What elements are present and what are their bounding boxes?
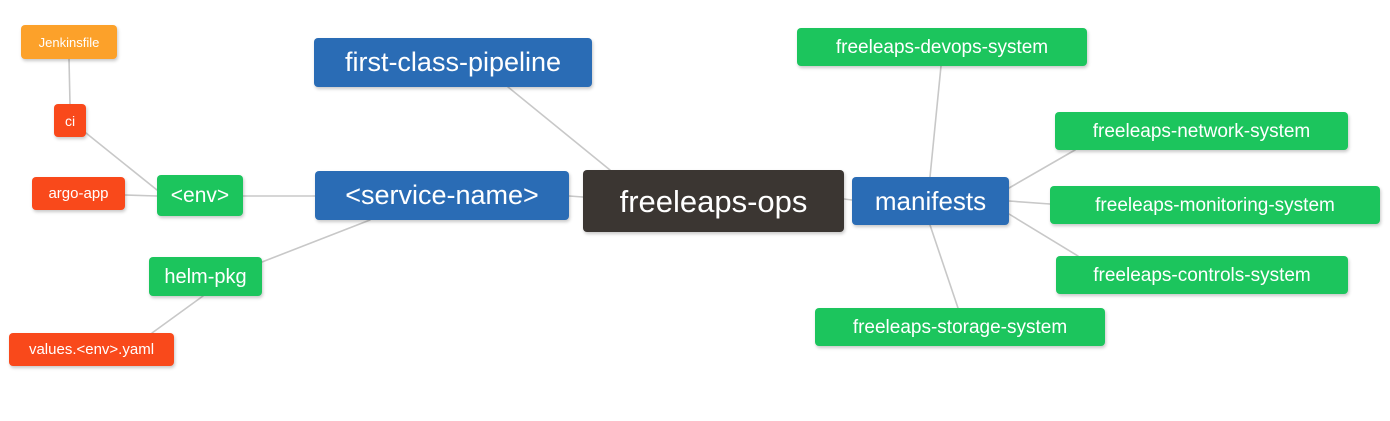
edge-manifests-to-network-system [1008,149,1076,189]
edge-service-name-to-freeleaps-ops [568,195,584,198]
node-devops-system[interactable]: freeleaps-devops-system [797,28,1087,66]
edge-helm-pkg-to-service-name [261,219,371,263]
node-monitoring-system[interactable]: freeleaps-monitoring-system [1050,186,1380,224]
edge-manifests-to-storage-system [929,224,959,309]
node-helm-pkg[interactable]: helm-pkg [149,257,262,296]
edge-manifests-to-monitoring-system [1008,200,1051,205]
node-ci[interactable]: ci [54,104,86,137]
node-first-class-pipeline[interactable]: first-class-pipeline [314,38,592,87]
node-controls-system[interactable]: freeleaps-controls-system [1056,256,1348,294]
node-network-system[interactable]: freeleaps-network-system [1055,112,1348,150]
node-env[interactable]: <env> [157,175,243,216]
edge-jenkinsfile-to-ci [68,58,71,105]
edge-values-yaml-to-helm-pkg [151,295,204,334]
node-service-name[interactable]: <service-name> [315,171,569,220]
node-freeleaps-ops[interactable]: freeleaps-ops [583,170,844,232]
node-jenkinsfile[interactable]: Jenkinsfile [21,25,117,59]
node-values-yaml[interactable]: values.<env>.yaml [9,333,174,366]
node-storage-system[interactable]: freeleaps-storage-system [815,308,1105,346]
node-manifests[interactable]: manifests [852,177,1009,225]
edge-first-class-pipeline-to-freeleaps-ops [507,86,611,171]
node-argo-app[interactable]: argo-app [32,177,125,210]
edge-freeleaps-ops-to-manifests [843,198,853,201]
edge-manifests-to-devops-system [929,65,942,178]
edge-argo-app-to-env [124,194,158,197]
